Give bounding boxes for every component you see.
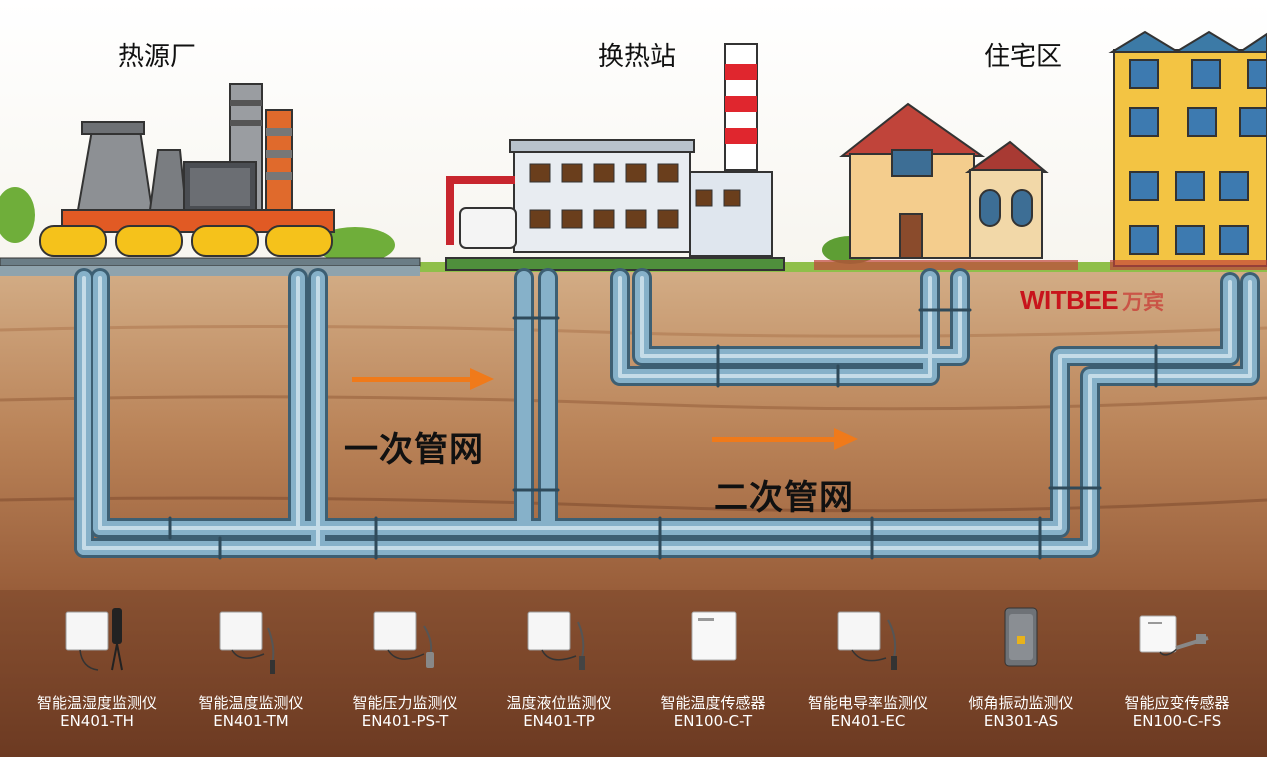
product-item: 智能温湿度监测仪 EN401-TH [17, 682, 177, 730]
brand-name-en: WITBEE [1020, 285, 1119, 315]
product-item: 智能电导率监测仪 EN401-EC [788, 682, 948, 730]
product-item: 温度液位监测仪 EN401-TP [479, 682, 639, 730]
product-name: 温度液位监测仪 [506, 694, 612, 712]
product-strip [0, 590, 1267, 757]
product-name: 智能温度监测仪 [198, 694, 304, 712]
flow-arrows [352, 368, 858, 450]
product-model: EN401-PS-T [361, 712, 449, 730]
product-name: 智能应变传感器 [1124, 694, 1230, 712]
product-model: EN100-C-T [673, 712, 753, 730]
product-name: 倾角振动监测仪 [968, 694, 1074, 712]
product-model: EN401-TH [60, 712, 134, 730]
pipe-network [74, 268, 1260, 560]
product-item: 智能温度监测仪 EN401-TM [171, 682, 331, 730]
product-item: 倾角振动监测仪 EN301-AS [941, 682, 1101, 730]
product-model: EN401-EC [830, 712, 906, 730]
residential-illustration [814, 30, 1267, 270]
product-model: EN401-TM [213, 712, 289, 730]
temperature-probe-sensor-icon [219, 611, 275, 674]
secondary-network-label: 二次管网 [714, 478, 854, 518]
product-model: EN100-C-FS [1132, 712, 1222, 730]
product-item: 智能温度传感器 EN100-C-T [633, 682, 793, 730]
product-name: 智能压力监测仪 [352, 694, 458, 712]
product-item: 智能应变传感器 EN100-C-FS [1097, 682, 1257, 730]
pressure-sensor-icon [373, 611, 434, 668]
humidity-probe-sensor-icon [65, 608, 123, 671]
product-name: 智能温度传感器 [660, 694, 766, 712]
product-name: 智能电导率监测仪 [807, 694, 928, 712]
product-model: EN301-AS [983, 712, 1059, 730]
residential-label: 住宅区 [984, 42, 1063, 72]
brand-name-zh: 万宾 [1122, 290, 1165, 314]
product-item: 智能压力监测仪 EN401-PS-T [325, 682, 485, 730]
product-list: 智能温湿度监测仪 EN401-TH 智能温度监测仪 EN401-TM 智能压力监… [0, 600, 1267, 757]
primary-network-label: 一次管网 [344, 430, 484, 470]
flat-temperature-sensor-icon [691, 611, 737, 661]
conductivity-sensor-icon [837, 611, 897, 670]
strain-sensor-icon [1139, 615, 1209, 656]
product-name: 智能温湿度监测仪 [36, 694, 157, 712]
exchange-station-label: 换热站 [598, 42, 677, 72]
heat-plant-label: 热源厂 [118, 42, 197, 72]
tilt-vibration-sensor-icon [1004, 607, 1038, 667]
heat-plant-illustration [0, 83, 421, 276]
product-model: EN401-TP [523, 712, 595, 730]
level-sensor-icon [527, 611, 585, 670]
